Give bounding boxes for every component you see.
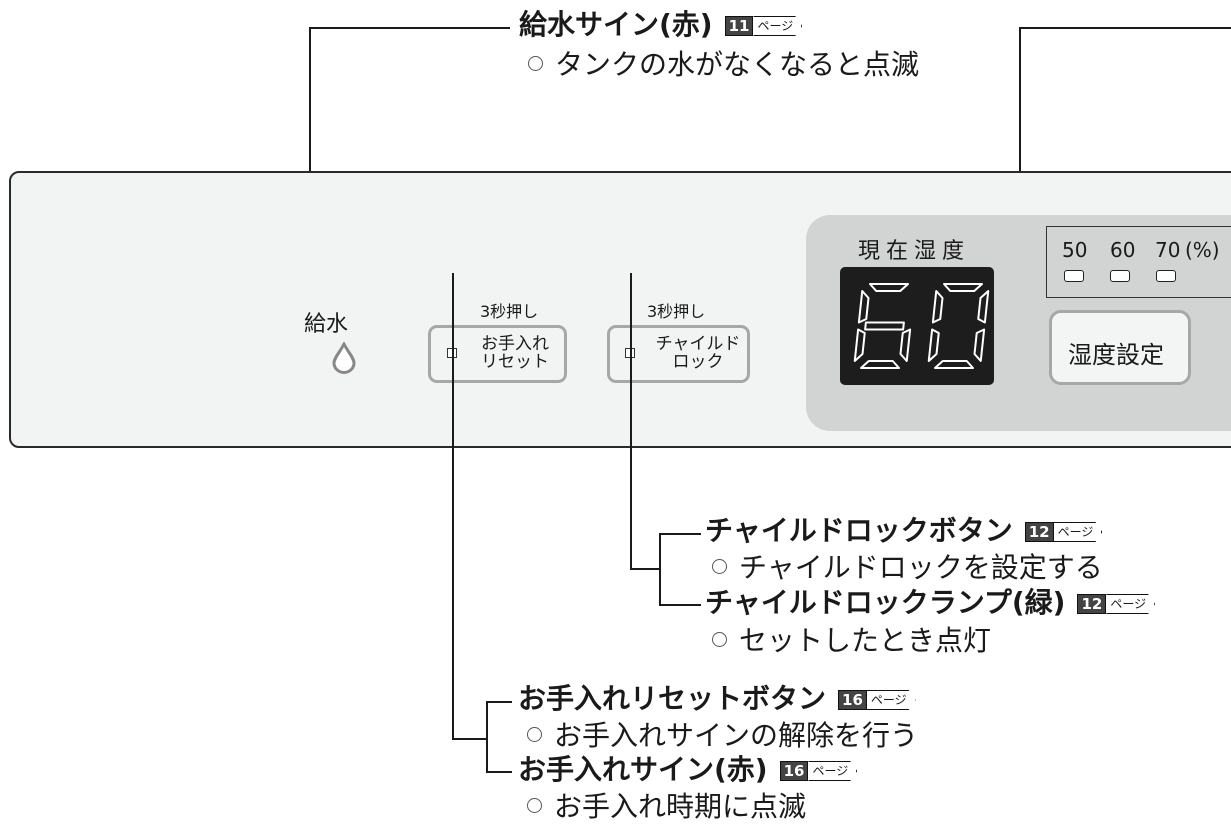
- page-ref-number: 16: [779, 761, 809, 781]
- seven-segment-display: [853, 283, 990, 369]
- care-reset-line2: リセット: [481, 352, 549, 372]
- care-reset-button-desc: お手入れサインの解除を行う: [527, 722, 918, 750]
- display-segment-b: [977, 290, 990, 324]
- care-sign-title-text: お手入れサイン(赤): [518, 753, 768, 786]
- display-segment-e: [853, 328, 866, 362]
- display-segment-d: [934, 360, 974, 369]
- water-sign-desc-text: タンクの水がなくなると点滅: [555, 48, 920, 81]
- page-ref-unit: ページ: [867, 690, 916, 710]
- child-lock-button[interactable]: チャイルド ロック: [607, 325, 750, 383]
- page-ref-unit: ページ: [808, 761, 857, 781]
- humidity-level-50: 50: [1062, 238, 1088, 262]
- humidity-unit: (%): [1185, 238, 1220, 262]
- humidity-led-70: [1156, 270, 1176, 282]
- care-sign-desc: お手入れ時期に点滅: [527, 793, 806, 821]
- water-sign-title-text: 給水サイン(赤): [519, 8, 713, 41]
- humidity-led-50: [1064, 270, 1084, 282]
- display-segment-a: [869, 283, 909, 292]
- child-lock-button-desc: チャイルドロックを設定する: [712, 554, 1103, 582]
- page-ref-unit: ページ: [753, 16, 802, 36]
- page-ref-unit: ページ: [1106, 594, 1155, 614]
- humidity-setting-label: 湿度設定: [1068, 341, 1164, 369]
- water-sign-desc: タンクの水がなくなると点滅: [528, 51, 919, 79]
- humidity-level-60: 60: [1110, 238, 1136, 262]
- display-segment-e: [927, 328, 940, 362]
- care-reset-button-desc-text: お手入れサインの解除を行う: [554, 719, 919, 752]
- humidity-display: [840, 267, 994, 385]
- display-segment-c: [899, 328, 912, 362]
- display-segment-a: [943, 283, 983, 292]
- bullet-circle-icon: [527, 726, 542, 742]
- child-lock-line1: チャイルド: [655, 334, 741, 354]
- page-ref-number: 16: [838, 690, 867, 710]
- child-lock-lamp-title-text: チャイルドロックランプ(緑): [705, 586, 1066, 619]
- humidity-setting-button[interactable]: 湿度設定: [1049, 310, 1191, 385]
- care-reset-button-title-text: お手入れリセットボタン: [518, 682, 827, 715]
- bullet-circle-icon: [528, 55, 543, 71]
- care-sign-desc-text: お手入れ時期に点滅: [554, 790, 807, 823]
- page-ref-unit: ページ: [1054, 522, 1103, 542]
- water-label: 給水: [304, 312, 349, 337]
- display-segment-d: [860, 360, 900, 369]
- child-lock-lamp-desc-text: セットしたとき点灯: [739, 624, 992, 657]
- display-segment-c: [973, 328, 986, 362]
- care-reset-button[interactable]: お手入れ リセット: [428, 325, 567, 383]
- bullet-circle-icon: [712, 631, 727, 647]
- child-lock-lamp-desc: セットしたとき点灯: [712, 627, 991, 655]
- humidity-led-60: [1110, 270, 1130, 282]
- child-lock-hint: 3秒押し: [647, 302, 706, 321]
- page-ref-number: 12: [1024, 522, 1054, 542]
- display-segment-g: [864, 321, 905, 331]
- care-reset-hint: 3秒押し: [480, 302, 539, 321]
- humidity-level-box: [1046, 226, 1231, 298]
- child-lock-line2: ロック: [672, 352, 724, 372]
- page-ref-number: 11: [724, 16, 754, 36]
- water-drop-icon: [332, 342, 356, 374]
- bullet-circle-icon: [712, 558, 727, 574]
- child-lock-button-desc-text: チャイルドロックを設定する: [739, 551, 1103, 584]
- display-segment-f: [931, 290, 944, 324]
- care-reset-line1: お手入れ: [481, 334, 549, 354]
- current-humidity-label: 現在湿度: [858, 239, 971, 264]
- child-lock-button-title-text: チャイルドロックボタン: [705, 514, 1013, 547]
- page-ref-number: 12: [1077, 594, 1107, 614]
- bullet-circle-icon: [527, 797, 542, 813]
- humidity-level-70: 70: [1155, 238, 1181, 262]
- display-segment-f: [857, 290, 870, 324]
